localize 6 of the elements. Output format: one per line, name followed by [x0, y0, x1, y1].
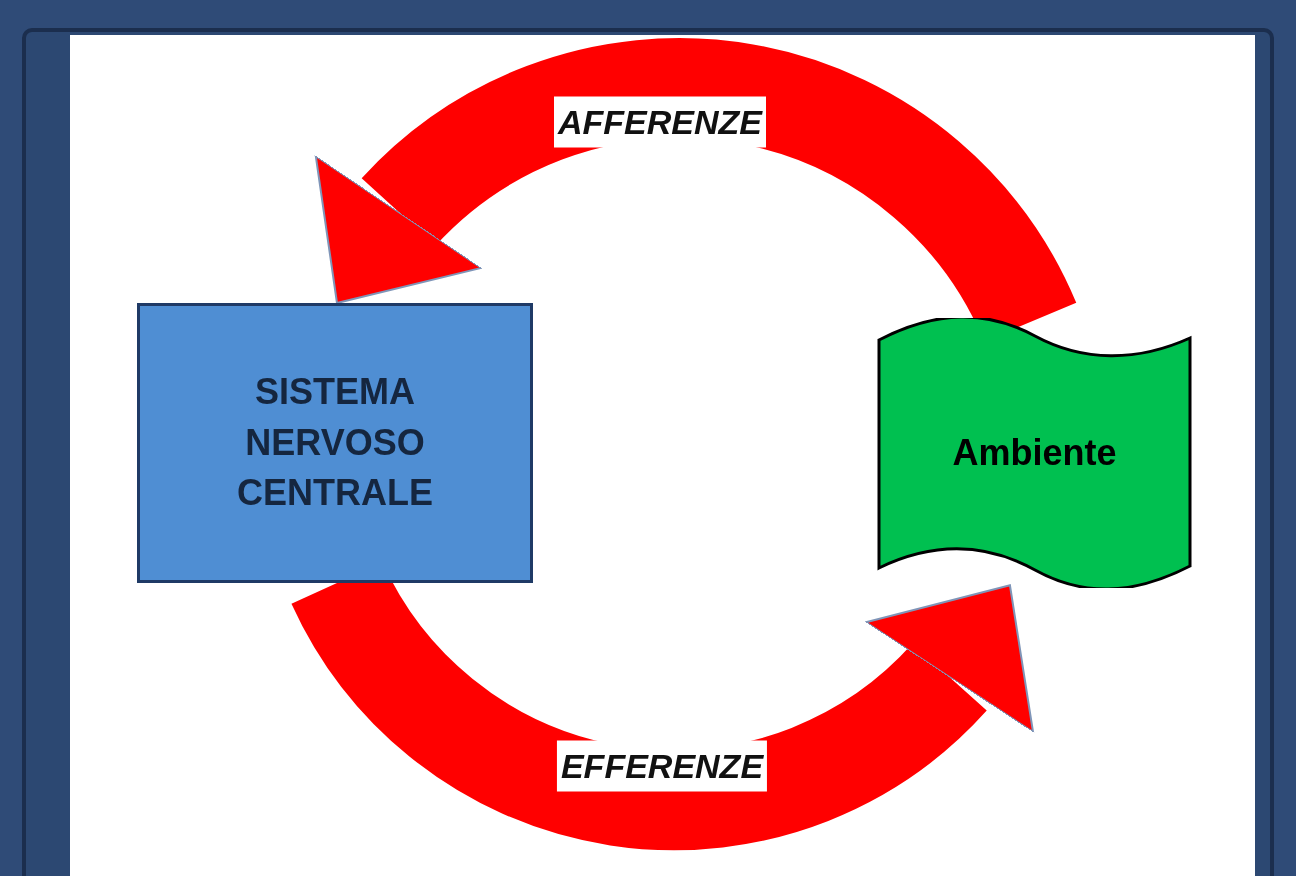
banner-label: Ambiente [952, 431, 1117, 475]
wavy-banner [877, 318, 1192, 588]
process-box [137, 303, 533, 583]
edge-label: AFFERENZE [554, 96, 766, 148]
box-label: SISTEMA NERVOSO CENTRALE [236, 370, 434, 516]
edge-label: EFFERENZE [556, 740, 768, 792]
